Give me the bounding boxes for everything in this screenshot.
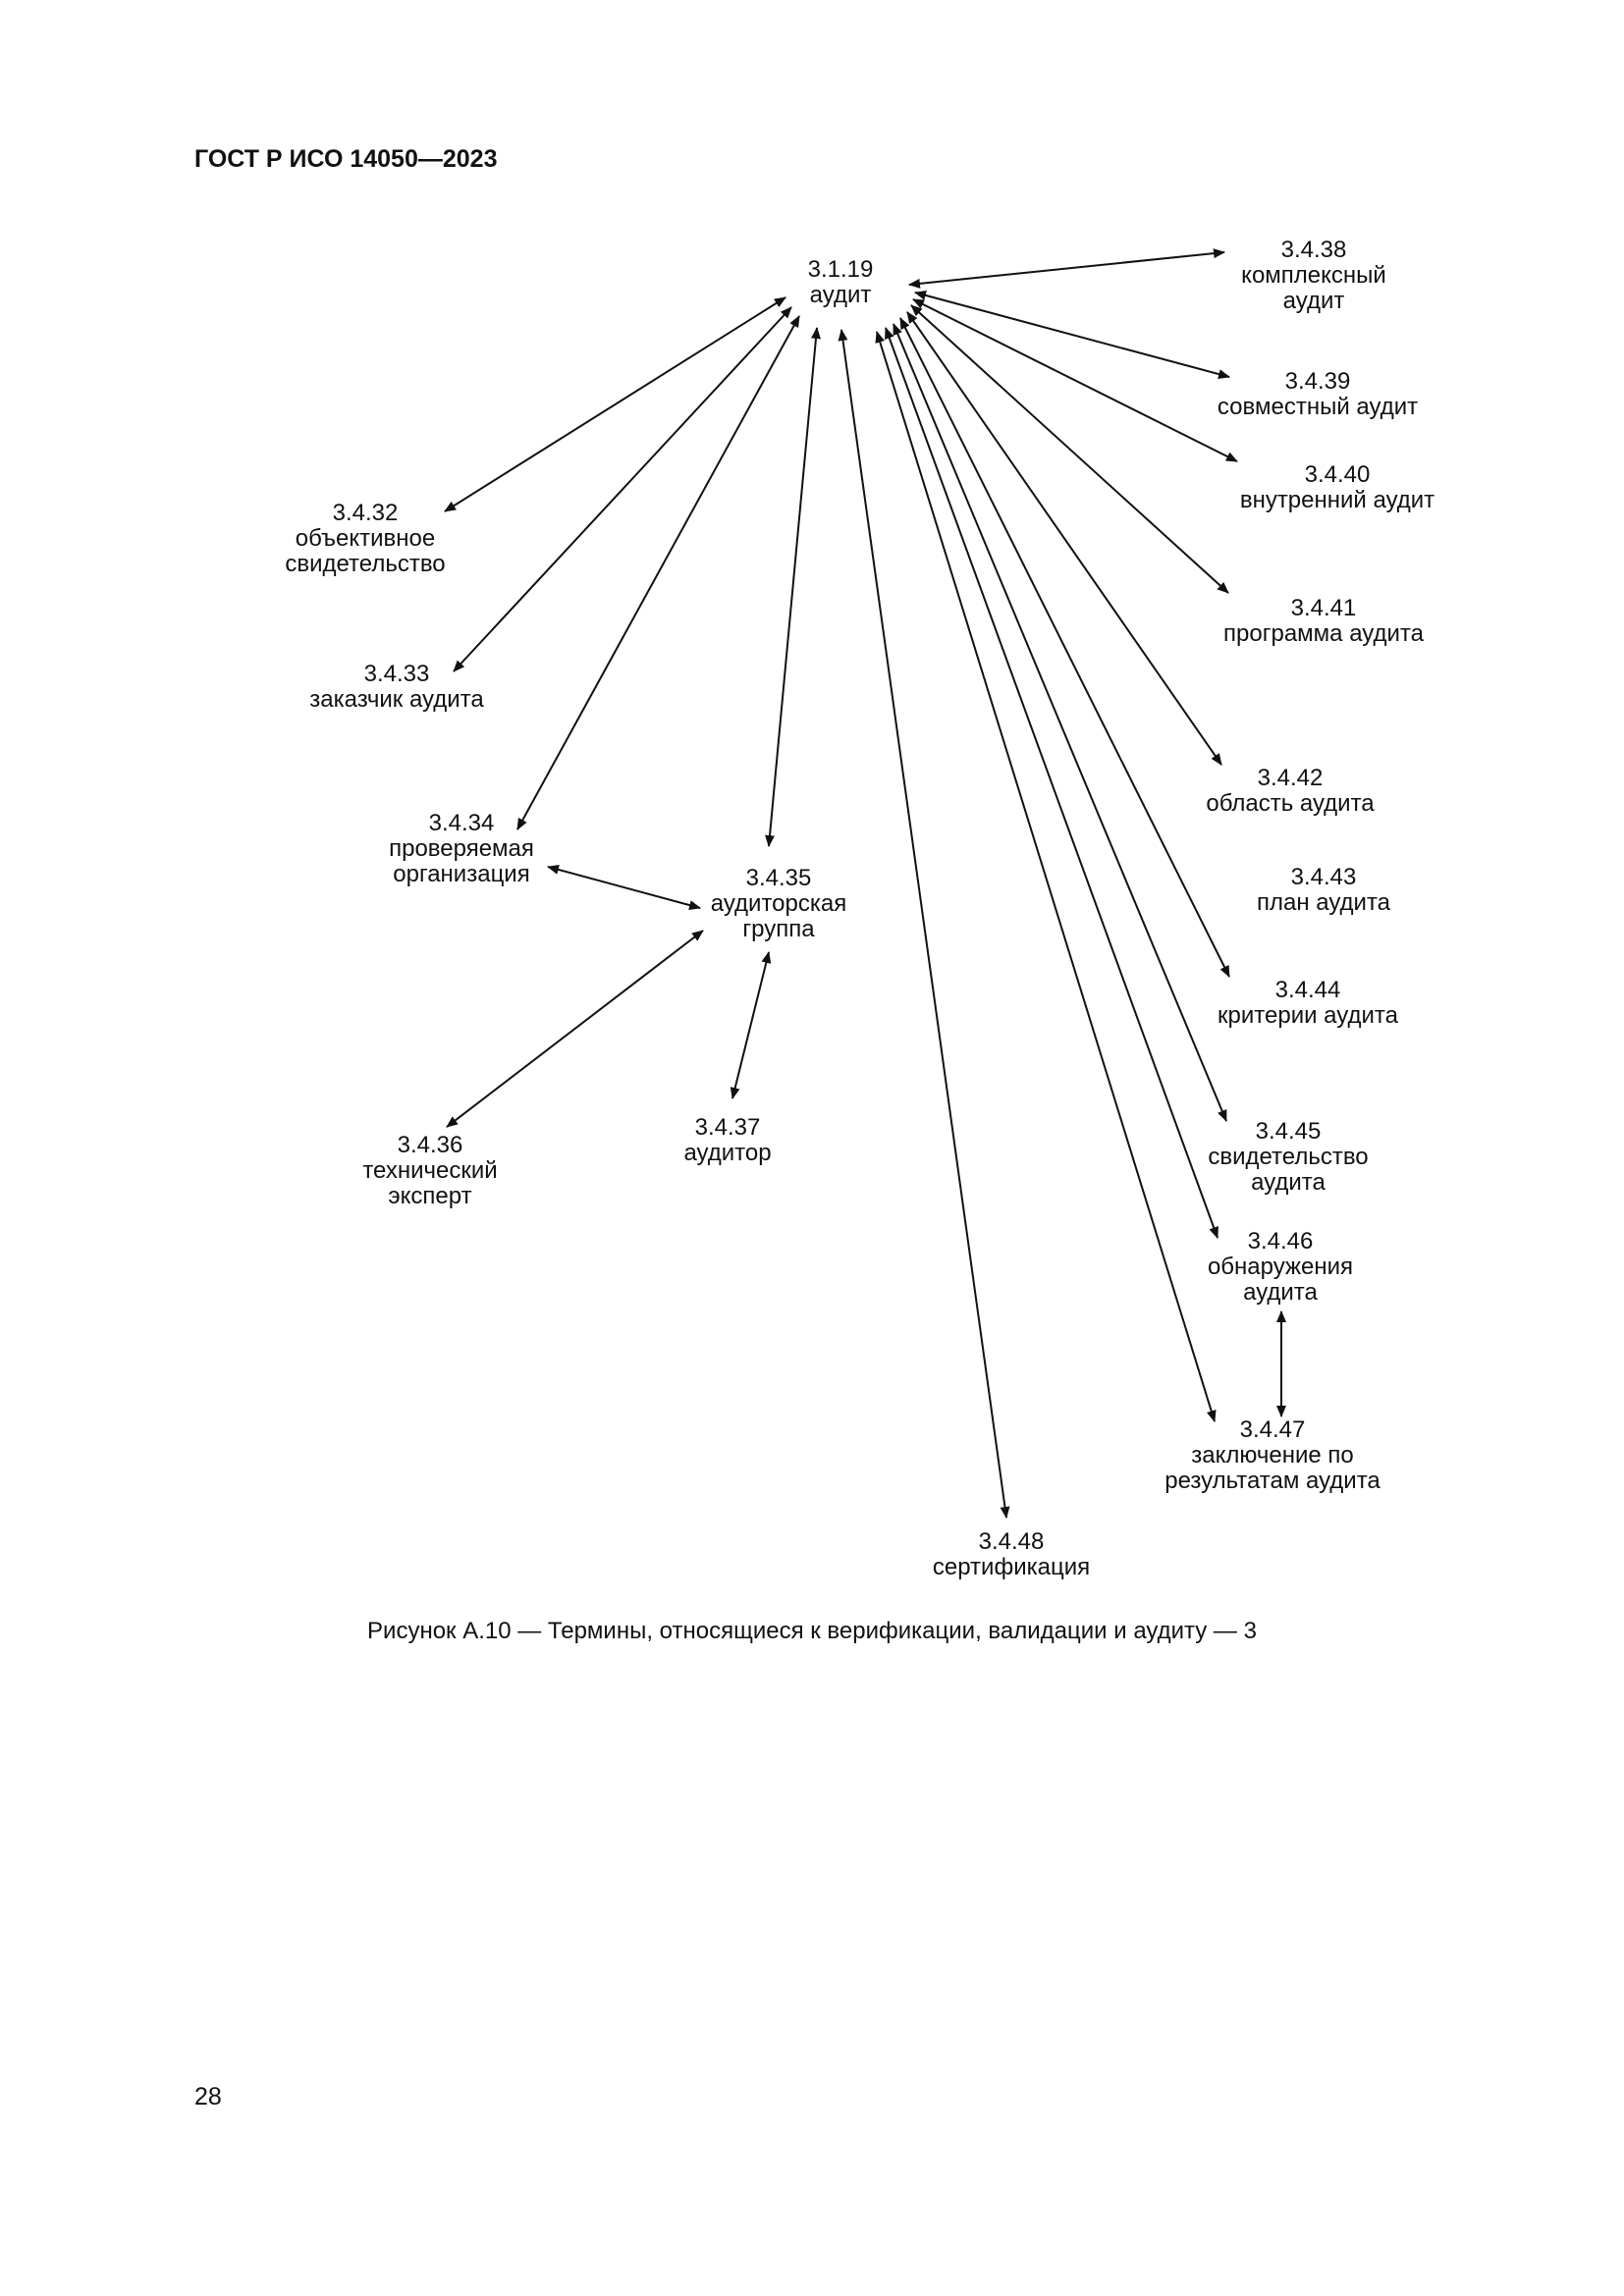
edge-audit-objective — [444, 296, 786, 512]
figure-caption: Рисунок А.10 — Термины, относящиеся к ве… — [367, 1618, 1257, 1644]
edge-audit-combined — [908, 248, 1225, 289]
edge-audit-conclusion — [875, 331, 1217, 1422]
edge-audit-scope — [906, 311, 1222, 766]
edge-auditee-team — [547, 865, 701, 910]
node-term: сертификация — [933, 1554, 1090, 1580]
node-term: критерии аудита — [1218, 1002, 1399, 1029]
node-number: 3.4.42 — [1258, 765, 1324, 791]
node-number: 3.4.35 — [746, 865, 812, 891]
edge-audit-certification — [838, 329, 1010, 1519]
node-term: программа аудита — [1223, 620, 1425, 647]
node-term: аудита — [1251, 1169, 1326, 1196]
edge-audit-team — [765, 327, 821, 847]
node-number: 3.4.33 — [364, 661, 430, 687]
node-term: обнаружения — [1208, 1254, 1353, 1280]
node-term: проверяемая — [389, 835, 534, 862]
node-term: аудит — [1283, 288, 1345, 314]
node-term: технический — [362, 1157, 497, 1184]
node-term: план аудита — [1257, 889, 1391, 916]
node-number: 3.4.41 — [1291, 595, 1357, 621]
edge-audit-joint — [914, 291, 1230, 379]
node-number: 3.4.44 — [1275, 977, 1341, 1003]
node-term: результатам аудита — [1164, 1468, 1380, 1494]
node-term: совместный аудит — [1218, 394, 1418, 420]
node-term: аудит — [810, 282, 872, 308]
edge-team-auditor — [730, 951, 772, 1099]
node-term: внутренний аудит — [1240, 487, 1435, 513]
node-number: 3.4.34 — [429, 810, 495, 836]
edge-audit-criteria — [899, 317, 1230, 978]
edge-audit-client — [453, 306, 792, 672]
page-number: 28 — [194, 2083, 222, 2110]
node-number: 3.4.38 — [1281, 237, 1347, 263]
node-number: 3.4.43 — [1291, 864, 1357, 890]
node-number: 3.4.32 — [333, 500, 399, 526]
node-term: заключение по — [1191, 1442, 1353, 1468]
node-number: 3.4.48 — [979, 1528, 1045, 1555]
node-number: 3.4.39 — [1285, 368, 1351, 395]
node-number: 3.4.37 — [695, 1114, 761, 1141]
node-term: комплексный — [1241, 262, 1386, 289]
node-term: аудиторская — [711, 890, 846, 917]
node-term: эксперт — [388, 1183, 471, 1209]
node-term: организация — [393, 861, 529, 887]
node-term: свидетельство — [285, 551, 445, 577]
node-term: свидетельство — [1208, 1144, 1368, 1170]
node-number: 3.4.46 — [1248, 1228, 1314, 1255]
node-number: 3.4.36 — [398, 1132, 463, 1158]
document-header: ГОСТ Р ИСО 14050—2023 — [194, 145, 498, 173]
node-number: 3.1.19 — [808, 256, 874, 283]
node-number: 3.4.45 — [1256, 1118, 1322, 1145]
edge-audit-evidence — [893, 323, 1227, 1122]
node-number: 3.4.40 — [1305, 461, 1371, 488]
node-number: 3.4.47 — [1240, 1416, 1306, 1443]
edge-team-expert — [446, 930, 704, 1128]
edge-audit-programme — [910, 304, 1229, 594]
node-term: объективное — [296, 525, 436, 552]
edge-audit-auditee — [516, 315, 800, 830]
node-term: область аудита — [1206, 790, 1375, 817]
node-term: аудитор — [683, 1140, 771, 1166]
node-term: заказчик аудита — [309, 686, 484, 713]
node-term: группа — [742, 916, 815, 942]
node-term: аудита — [1243, 1279, 1318, 1306]
edge-audit-internal — [912, 298, 1238, 462]
edge-audit-findings — [885, 327, 1218, 1239]
